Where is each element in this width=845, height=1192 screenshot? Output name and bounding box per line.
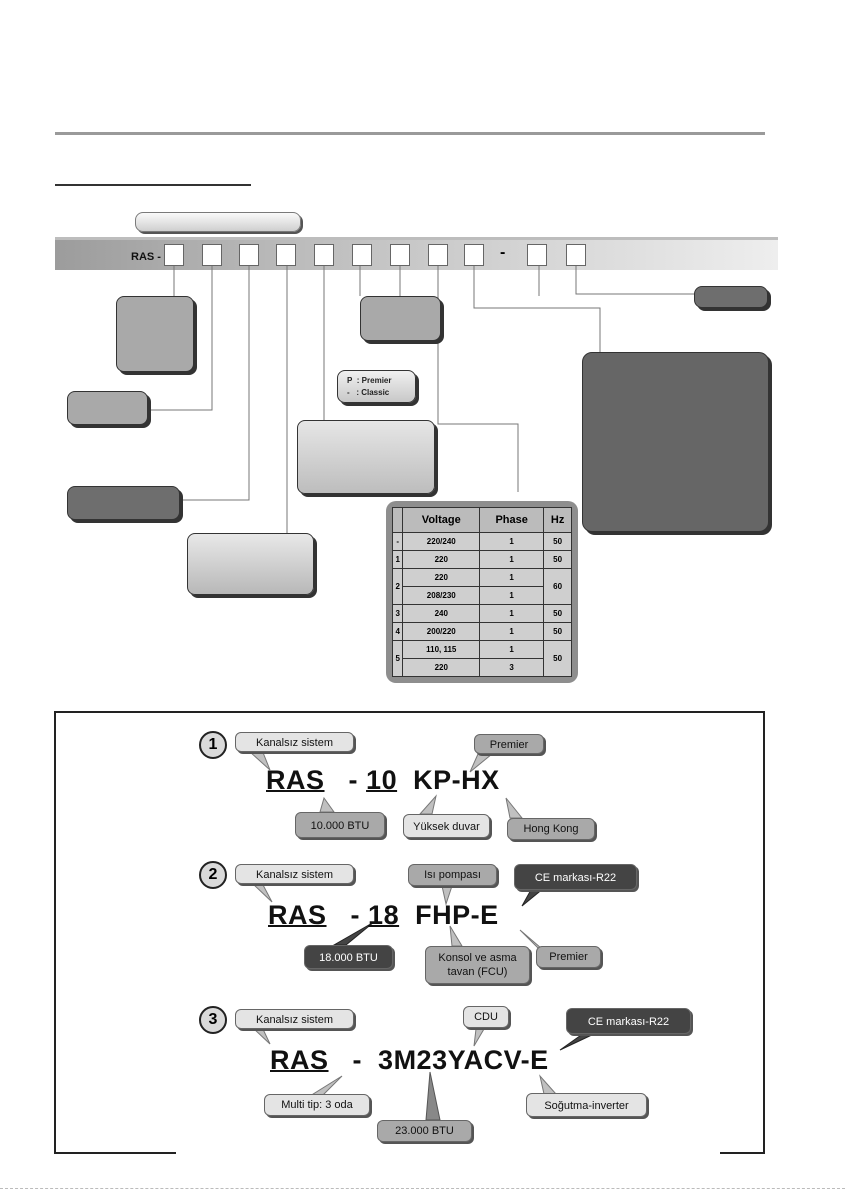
ex2-capacity-callout: 18.000 BTU [304,945,393,969]
code-slot-10 [527,244,547,266]
ex1-plan-callout: Premier [474,734,544,754]
ex3-cooling-callout: Soğutma-inverter [526,1093,647,1117]
ex2-type-callout: Konsol ve asma tavan (FCU) [425,946,530,984]
ex2-heat-callout: Isı pompası [408,864,497,886]
table-row: 1 220 1 50 [391,550,572,569]
col-voltage-header: Voltage [402,507,481,533]
code-slot-1 [164,244,184,266]
code-slot-8 [428,244,448,266]
plan-box: P : Premier - : Classic [337,370,416,403]
code-slot-3 [239,244,259,266]
ex3-system-callout: Kanalsız sistem [235,1009,354,1029]
ex3-cdu-callout: CDU [463,1006,509,1028]
desc-box-7 [582,352,769,532]
table-row: 5 110, 115 1 50 [391,640,572,677]
ex2-ce-callout: CE markası-R22 [514,864,637,890]
ex3-model-code: RAS - 3M23YACV-E [270,1045,549,1075]
frame-bottom-left [54,1152,176,1154]
desc-box-8 [694,286,768,308]
code-slot-7 [390,244,410,266]
code-slot-5 [314,244,334,266]
voltage-table: Voltage Phase Hz - 220/240 1 50 1 220 1 … [391,507,572,677]
code-slot-9 [464,244,484,266]
examples-frame [54,711,765,1153]
ex2-model-code: RAS - 18 FHP-E [268,900,499,930]
connector-lines [148,266,694,533]
code-slot-11 [566,244,586,266]
example-1-number: 1 [199,731,227,759]
ex3-multi-callout: Multi tip: 3 oda [264,1094,370,1116]
desc-box-3 [67,486,180,520]
ex2-plan-callout: Premier [536,946,601,968]
header-top-line [55,132,765,135]
desc-box-5 [297,420,435,494]
table-row: 220 3 [393,658,572,677]
table-row: 4 200/220 1 50 [391,622,572,641]
col-phase-header: Phase [479,507,545,533]
frame-bottom-right [720,1152,765,1154]
ex1-system-callout: Kanalsız sistem [235,732,354,752]
plan-classic-row: - : Classic [347,388,390,397]
ex2-system-callout: Kanalsız sistem [235,864,354,884]
plan-premier-row: P : Premier [347,376,392,385]
desc-box-4 [187,533,314,595]
desc-box-2 [67,391,148,425]
ex3-ce-callout: CE markası-R22 [566,1008,691,1034]
code-prefix: RAS - [131,251,161,263]
section-underline [55,184,251,186]
code-separator: - [500,244,506,261]
ex1-capacity-callout: 10.000 BTU [295,812,385,838]
desc-box-1 [116,296,194,372]
section-label-pill [135,212,301,232]
desc-box-6 [360,296,441,341]
ex1-region-callout: Hong Kong [507,818,595,840]
ex1-type-callout: Yüksek duvar [403,814,490,838]
page-bottom-edge [0,1188,845,1191]
example-2-number: 2 [199,861,227,889]
code-slot-4 [276,244,296,266]
code-slot-2 [202,244,222,266]
example-3-number: 3 [199,1006,227,1034]
table-row: 3 240 1 50 [391,604,572,623]
code-slot-6 [352,244,372,266]
table-row: 2 220 1 60 [391,568,572,605]
ex3-capacity-callout: 23.000 BTU [377,1120,472,1142]
ex1-model-code: RAS - 10 KP-HX [266,765,500,795]
